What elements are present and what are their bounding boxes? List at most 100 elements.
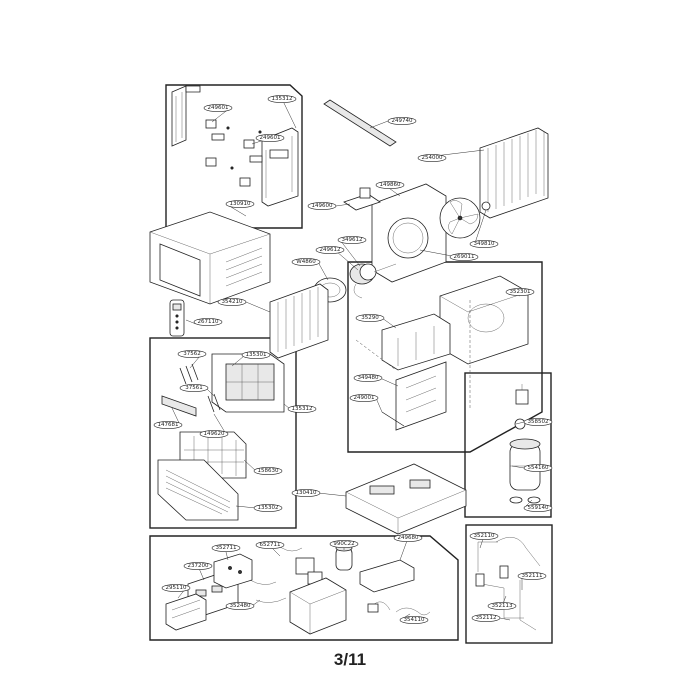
svg-text:559140: 559140 bbox=[528, 505, 549, 511]
callout: 249740 bbox=[387, 117, 417, 125]
top-left-panel-frame bbox=[165, 84, 303, 229]
callout: 352111 bbox=[517, 572, 547, 580]
cabinet bbox=[149, 211, 271, 305]
svg-text:W4860: W4860 bbox=[296, 259, 316, 265]
svg-text:295110: 295110 bbox=[166, 585, 187, 591]
svg-text:135312: 135312 bbox=[272, 96, 293, 102]
svg-text:269011: 269011 bbox=[454, 254, 475, 260]
mounting-brackets bbox=[205, 119, 263, 187]
svg-text:135301: 135301 bbox=[246, 352, 267, 358]
side-curtain-right bbox=[261, 127, 299, 207]
svg-text:352711: 352711 bbox=[216, 545, 237, 551]
front-grille-panel-frame bbox=[149, 337, 297, 529]
fan-motor bbox=[349, 263, 397, 299]
callout: 652711 bbox=[255, 541, 285, 549]
callout: 352112 bbox=[471, 614, 501, 622]
callout: 249680 bbox=[393, 534, 423, 542]
svg-text:354110: 354110 bbox=[404, 617, 425, 623]
callout: 254000 bbox=[417, 154, 447, 162]
svg-text:37561: 37561 bbox=[185, 385, 203, 391]
page-number: 3/11 bbox=[333, 650, 367, 669]
callout: 349612 bbox=[337, 236, 367, 244]
callout: 135312 bbox=[287, 405, 317, 413]
condenser-coil bbox=[479, 127, 549, 219]
callout: 354210 bbox=[217, 298, 247, 306]
display-pcb bbox=[165, 593, 207, 631]
callout: 352711 bbox=[211, 544, 241, 552]
svg-text:249740: 249740 bbox=[392, 118, 413, 124]
power-cord bbox=[395, 607, 431, 616]
svg-text:352480: 352480 bbox=[230, 603, 251, 609]
svg-text:352110: 352110 bbox=[474, 533, 495, 539]
shroud-support bbox=[343, 187, 381, 211]
callout: 352110 bbox=[469, 532, 499, 540]
callout: 554160 bbox=[523, 464, 553, 472]
overload-protector bbox=[514, 418, 526, 430]
svg-text:349810: 349810 bbox=[474, 241, 495, 247]
cover-plate bbox=[359, 559, 415, 593]
svg-text:349480: 349480 bbox=[358, 375, 379, 381]
callout: 135301 bbox=[241, 351, 271, 359]
svg-text:349612: 349612 bbox=[342, 237, 363, 243]
callout: 35290 bbox=[355, 314, 385, 322]
capillary-part bbox=[515, 384, 529, 405]
callout: 349810 bbox=[469, 240, 499, 248]
callout: 249601 bbox=[203, 104, 233, 112]
control-box bbox=[289, 577, 347, 635]
svg-text:35290: 35290 bbox=[361, 315, 379, 321]
main-pcb bbox=[213, 553, 253, 589]
remote-control bbox=[169, 299, 185, 337]
callout: 249601 bbox=[255, 134, 285, 142]
svg-text:358502: 358502 bbox=[528, 419, 549, 425]
compressor-feet bbox=[509, 496, 541, 504]
svg-text:249680: 249680 bbox=[398, 535, 419, 541]
svg-text:130910: 130910 bbox=[230, 201, 251, 207]
callout: 295110 bbox=[161, 584, 191, 592]
louver-bar bbox=[161, 395, 197, 417]
fan-clip bbox=[481, 201, 491, 211]
svg-text:149600: 149600 bbox=[312, 203, 333, 209]
compressor-panel-frame bbox=[464, 372, 552, 518]
louver-vanes bbox=[179, 363, 221, 413]
seal-strip bbox=[323, 99, 397, 147]
svg-text:554160: 554160 bbox=[528, 465, 549, 471]
evaporator-coil bbox=[269, 283, 329, 359]
base-pan bbox=[345, 463, 467, 535]
callout: 135302 bbox=[253, 504, 283, 512]
callout: 249001 bbox=[349, 394, 379, 402]
control-box-panel-frame bbox=[149, 535, 459, 641]
callout: 354110 bbox=[399, 616, 429, 624]
front-panel bbox=[157, 459, 239, 521]
svg-text:267110: 267110 bbox=[198, 319, 219, 325]
callout: W4860 bbox=[291, 258, 321, 266]
callout: 352113 bbox=[487, 602, 517, 610]
thermistor bbox=[367, 601, 391, 613]
callout: 352301 bbox=[505, 288, 535, 296]
svg-text:352113: 352113 bbox=[492, 603, 513, 609]
callout: 249612 bbox=[315, 246, 345, 254]
svg-text:249601: 249601 bbox=[260, 135, 281, 141]
callout: 237200 bbox=[183, 562, 213, 570]
callout: 37562 bbox=[177, 350, 207, 358]
assembly-guide-line bbox=[355, 339, 397, 371]
svg-text:237200: 237200 bbox=[188, 563, 209, 569]
svg-text:249601: 249601 bbox=[208, 105, 229, 111]
callout: 349480 bbox=[353, 374, 383, 382]
svg-text:149620: 149620 bbox=[204, 431, 225, 437]
air-filter-frame bbox=[381, 313, 451, 371]
front-grille bbox=[211, 353, 285, 413]
fan-chassis-panel-frame bbox=[347, 261, 543, 453]
tubing-panel-frame bbox=[465, 524, 553, 644]
callout: 559140 bbox=[523, 504, 553, 512]
relay-block bbox=[295, 557, 323, 585]
callout: 267110 bbox=[193, 318, 223, 326]
callout: 130910 bbox=[225, 200, 255, 208]
callout: 149620 bbox=[199, 430, 229, 438]
callout: 358502 bbox=[523, 418, 553, 426]
callout: 990C22 bbox=[329, 540, 359, 548]
part-callouts: 249601 135312 249601 249740 254000 13091… bbox=[153, 95, 553, 624]
svg-text:135312: 135312 bbox=[292, 406, 313, 412]
svg-text:149860: 149860 bbox=[380, 182, 401, 188]
side-curtain-left bbox=[171, 85, 201, 147]
